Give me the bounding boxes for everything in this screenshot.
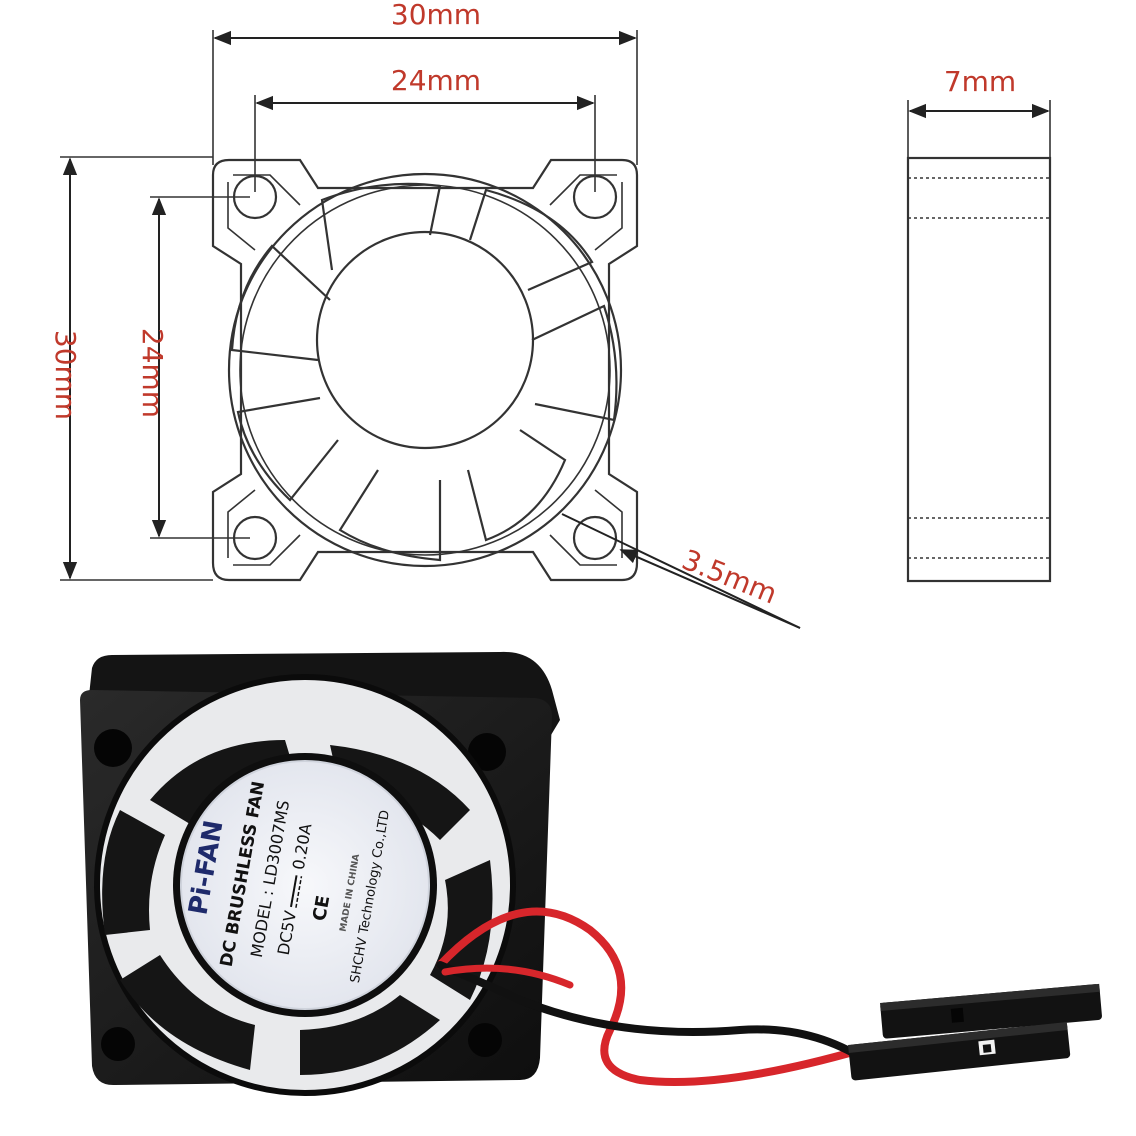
- height-total-label: 30mm: [49, 330, 82, 420]
- fan-photo-icon: Pi-FAN DC BRUSHLESS FAN MODEL : LD3007MS…: [80, 651, 560, 1096]
- fan-side-view-icon: [906, 156, 1052, 583]
- fan-outline-icon: [211, 158, 639, 582]
- width-total-label: 30mm: [391, 0, 481, 31]
- fan-label-sticker: [180, 760, 430, 1010]
- front-view-drawing: 30mm 24mm 30mm 24mm: [49, 0, 801, 629]
- thickness-label: 7mm: [944, 65, 1016, 98]
- dupont-connector-icon: [848, 983, 1102, 1081]
- side-view-drawing: 7mm: [906, 65, 1052, 583]
- hole-leader-line: [561, 513, 801, 629]
- ce-mark: CE: [309, 894, 334, 923]
- hole-diameter-label: 3.5mm: [677, 543, 781, 611]
- wires: [436, 907, 869, 1086]
- height-holes-label: 24mm: [136, 328, 169, 418]
- width-holes-label: 24mm: [391, 64, 481, 97]
